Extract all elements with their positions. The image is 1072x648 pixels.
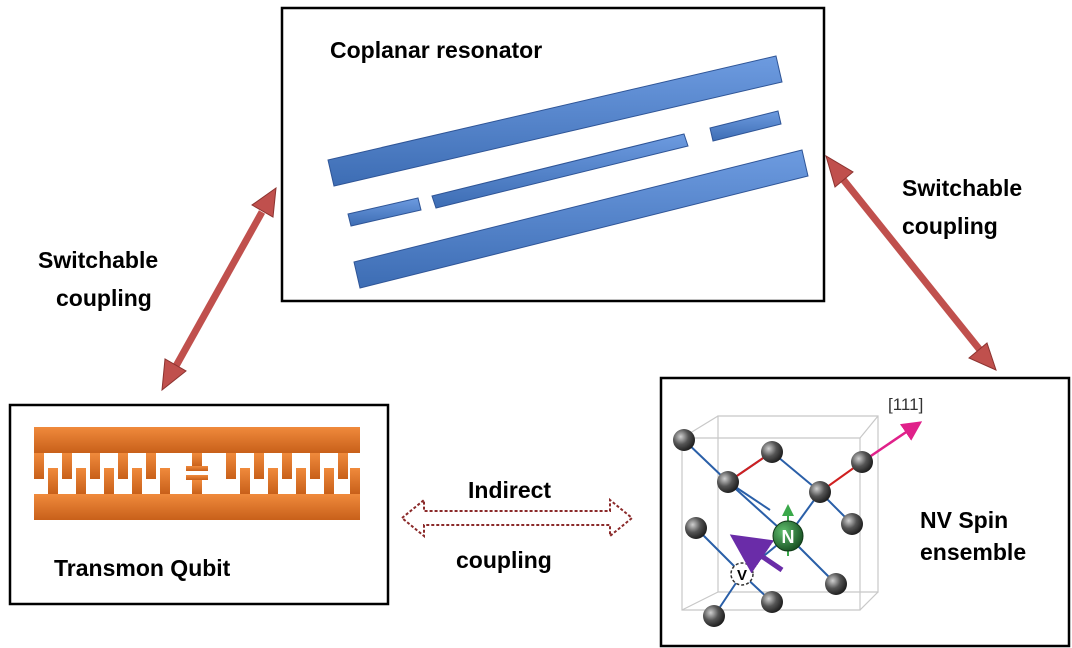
spin-vector-arrow bbox=[729, 534, 784, 574]
nitrogen-atom-icon bbox=[772, 520, 804, 552]
coupling-left-line1: Switchable bbox=[38, 247, 158, 273]
indirect-line1: Indirect bbox=[468, 477, 551, 503]
qubit-panel: Transmon Qubit bbox=[8, 403, 390, 606]
transmon-capacitor-icon bbox=[34, 427, 360, 520]
indirect-arrow bbox=[400, 497, 634, 539]
switchable-arrow-right bbox=[825, 154, 997, 371]
nitrogen-label: N bbox=[782, 527, 795, 547]
nv-panel: V N [111] NV Spin ensemble bbox=[659, 376, 1071, 648]
switchable-arrow-left bbox=[161, 186, 277, 392]
qubit-title: Transmon Qubit bbox=[54, 555, 231, 581]
coupling-left-line2: coupling bbox=[56, 285, 152, 311]
direction-label: [111] bbox=[888, 395, 923, 414]
nv-frame bbox=[659, 376, 1071, 648]
coupling-right-line1: Switchable bbox=[902, 175, 1022, 201]
resonator-strip-bottom bbox=[353, 149, 809, 289]
resonator-title: Coplanar resonator bbox=[330, 37, 542, 63]
coupling-right-line2: coupling bbox=[902, 213, 998, 239]
resonator-strip-mid-right bbox=[709, 110, 782, 142]
direction-111-arrow bbox=[861, 421, 923, 464]
resonator-panel: Coplanar resonator bbox=[280, 6, 826, 303]
indirect-line2: coupling bbox=[456, 547, 552, 573]
vacancy-label: V bbox=[737, 567, 747, 584]
diamond-lattice-icon: V N bbox=[673, 415, 923, 627]
nv-line2: ensemble bbox=[920, 539, 1026, 565]
nv-line1: NV Spin bbox=[920, 507, 1008, 533]
resonator-strip-mid bbox=[431, 133, 689, 209]
resonator-strip-top bbox=[327, 55, 783, 187]
resonator-strip-mid-left bbox=[347, 197, 422, 227]
